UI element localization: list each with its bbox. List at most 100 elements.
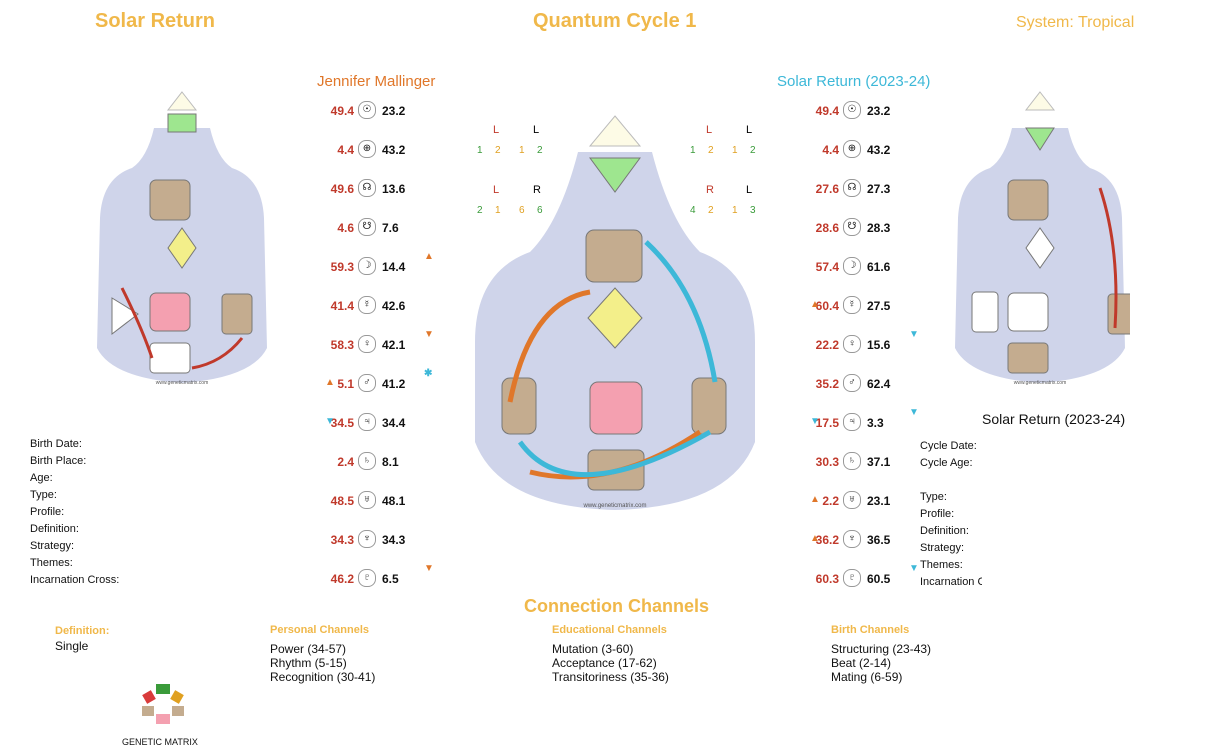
marker-icon: ✱ bbox=[424, 368, 433, 379]
ajna-center bbox=[589, 157, 641, 193]
sacral-center bbox=[1007, 292, 1049, 332]
marker-icon: ▼ bbox=[909, 329, 919, 340]
watermark: www.geneticmatrix.com bbox=[1014, 380, 1067, 386]
planet-left-value: 28.6 bbox=[815, 221, 839, 235]
center-title: Quantum Cycle 1 bbox=[533, 10, 697, 32]
planet-right-value: 23.2 bbox=[382, 104, 406, 118]
planet-row: 49.4 ☉ 23.2 bbox=[785, 101, 915, 121]
person-name: Jennifer Mallinger bbox=[317, 73, 436, 90]
cycle-info-label: Strategy: bbox=[920, 542, 965, 554]
planet-left-value: 22.2 bbox=[815, 338, 839, 352]
cycle-info-label: Definition: bbox=[920, 525, 969, 537]
planet-row: 60.4☿27.5▲ bbox=[785, 296, 915, 316]
planet-glyph-icon: ♂ bbox=[358, 374, 376, 392]
channel-item: Transitoriness (35-36) bbox=[552, 670, 669, 684]
planet-right-value: 43.2 bbox=[382, 143, 406, 157]
planet-glyph-icon: ♄ bbox=[358, 452, 376, 470]
planet-row: 49.6 ☊ 13.6 bbox=[300, 179, 430, 199]
variable-num: 1 bbox=[477, 145, 483, 156]
variable-num: 6 bbox=[537, 205, 543, 216]
planet-left-value: 48.5 bbox=[330, 494, 354, 508]
left-variables: L L 1 2 1 2 L R 2 1 6 6 bbox=[473, 120, 563, 225]
variable-num: 1 bbox=[495, 205, 501, 216]
birth-info-label: Definition: bbox=[30, 523, 79, 535]
planet-right-value: 42.6 bbox=[382, 299, 406, 313]
marker-icon: ▼ bbox=[909, 563, 919, 574]
throat-center bbox=[149, 179, 191, 221]
variable-num: 1 bbox=[690, 145, 696, 156]
planet-left-value: 49.4 bbox=[330, 104, 354, 118]
planet-row: 27.6☊27.3 bbox=[785, 179, 915, 199]
variable-num: 3 bbox=[750, 205, 756, 216]
birth-info-label: Strategy: bbox=[30, 540, 75, 552]
planet-right-value: 23.2 bbox=[867, 104, 891, 118]
planet-right-value: 43.2 bbox=[867, 143, 891, 157]
planet-row: 2.2♅23.1▲ bbox=[785, 491, 915, 511]
marker-icon: ▼ bbox=[325, 416, 335, 427]
center-bodygraph: www.geneticmatrix.com bbox=[475, 115, 755, 510]
variable-num: 1 bbox=[519, 145, 525, 156]
planet-right-value: 61.6 bbox=[867, 260, 891, 274]
planet-left-value: 49.4 bbox=[815, 104, 839, 118]
planet-left-value: 57.4 bbox=[815, 260, 839, 274]
planet-left-value: 34.3 bbox=[330, 533, 354, 547]
g-center bbox=[1025, 227, 1055, 269]
planet-glyph-icon: ♆ bbox=[843, 530, 861, 548]
planet-left-value: 58.3 bbox=[330, 338, 354, 352]
planet-row: 41.4☿42.6 bbox=[300, 296, 430, 316]
planet-left-value: 49.6 bbox=[330, 182, 354, 196]
marker-icon: ▲ bbox=[810, 299, 820, 310]
planet-glyph-icon: ☉ bbox=[843, 101, 861, 119]
watermark: www.geneticmatrix.com bbox=[582, 503, 646, 509]
head-center bbox=[588, 115, 642, 147]
planet-right-value: 15.6 bbox=[867, 338, 891, 352]
birth-info-label: Age: bbox=[30, 472, 53, 484]
planet-glyph-icon: ♇ bbox=[843, 569, 861, 587]
planet-row: 34.3♆34.3 bbox=[300, 530, 430, 550]
planet-right-value: 34.3 bbox=[382, 533, 406, 547]
solar-plexus-center bbox=[221, 293, 253, 335]
solar-plexus-center bbox=[691, 377, 727, 435]
cycle-info-label: Themes: bbox=[920, 559, 963, 571]
planet-left-value: 35.2 bbox=[815, 377, 839, 391]
cycle-info-label: Incarnation Cross: bbox=[920, 576, 982, 588]
planet-row: 59.3☽14.4▲ bbox=[300, 251, 434, 277]
planet-glyph-icon: ☽ bbox=[358, 257, 376, 275]
planet-row: 35.2♂62.4 bbox=[785, 374, 915, 394]
planet-left-value: 34.5 bbox=[330, 416, 354, 430]
birth-list: Structuring (23-43)Beat (2-14)Mating (6-… bbox=[831, 642, 931, 684]
planet-glyph-icon: ♃ bbox=[358, 413, 376, 431]
planet-left-value: 60.3 bbox=[815, 572, 839, 586]
planet-glyph-icon: ☿ bbox=[358, 296, 376, 314]
planet-glyph-icon: ♀ bbox=[358, 335, 376, 353]
spleen-center bbox=[501, 377, 537, 435]
left-title: Solar Return bbox=[95, 10, 216, 32]
planet-row: 5.1♂41.2▲✱ bbox=[300, 368, 432, 394]
ajna-center bbox=[1025, 127, 1055, 151]
variable-num: 1 bbox=[732, 145, 738, 156]
variable-num: 1 bbox=[732, 205, 738, 216]
head-center bbox=[166, 91, 198, 111]
variable-num: 2 bbox=[708, 145, 714, 156]
planet-glyph-icon: ☋ bbox=[358, 218, 376, 236]
planet-left-value: 2.2 bbox=[822, 494, 839, 508]
birth-info: Birth Date:Birth Place:Age:Type:Profile:… bbox=[30, 436, 119, 589]
marker-icon: ▼ bbox=[909, 407, 919, 418]
channel-item: Mutation (3-60) bbox=[552, 642, 634, 656]
planet-glyph-icon: ☊ bbox=[358, 179, 376, 197]
variable-num: 2 bbox=[477, 205, 483, 216]
planet-right-value: 14.4 bbox=[382, 260, 406, 274]
planet-row: 36.2♆36.5▲ bbox=[785, 530, 915, 550]
planet-glyph-icon: ♂ bbox=[843, 374, 861, 392]
channel-item: Acceptance (17-62) bbox=[552, 656, 657, 670]
right-variables: L L 1 2 1 2 R L 4 2 1 3 bbox=[686, 120, 776, 225]
marker-icon: ▼ bbox=[810, 416, 820, 427]
planet-row: 49.4☉23.2 bbox=[300, 101, 430, 121]
spleen-center bbox=[111, 297, 139, 336]
marker-icon: ▼ bbox=[424, 329, 434, 340]
planet-right-value: 6.5 bbox=[382, 572, 399, 586]
channel-item: Beat (2-14) bbox=[831, 656, 892, 670]
variable-num: 2 bbox=[750, 145, 756, 156]
planet-right-value: 13.6 bbox=[382, 182, 406, 196]
cycle-info-label: Cycle Age: bbox=[920, 457, 973, 469]
